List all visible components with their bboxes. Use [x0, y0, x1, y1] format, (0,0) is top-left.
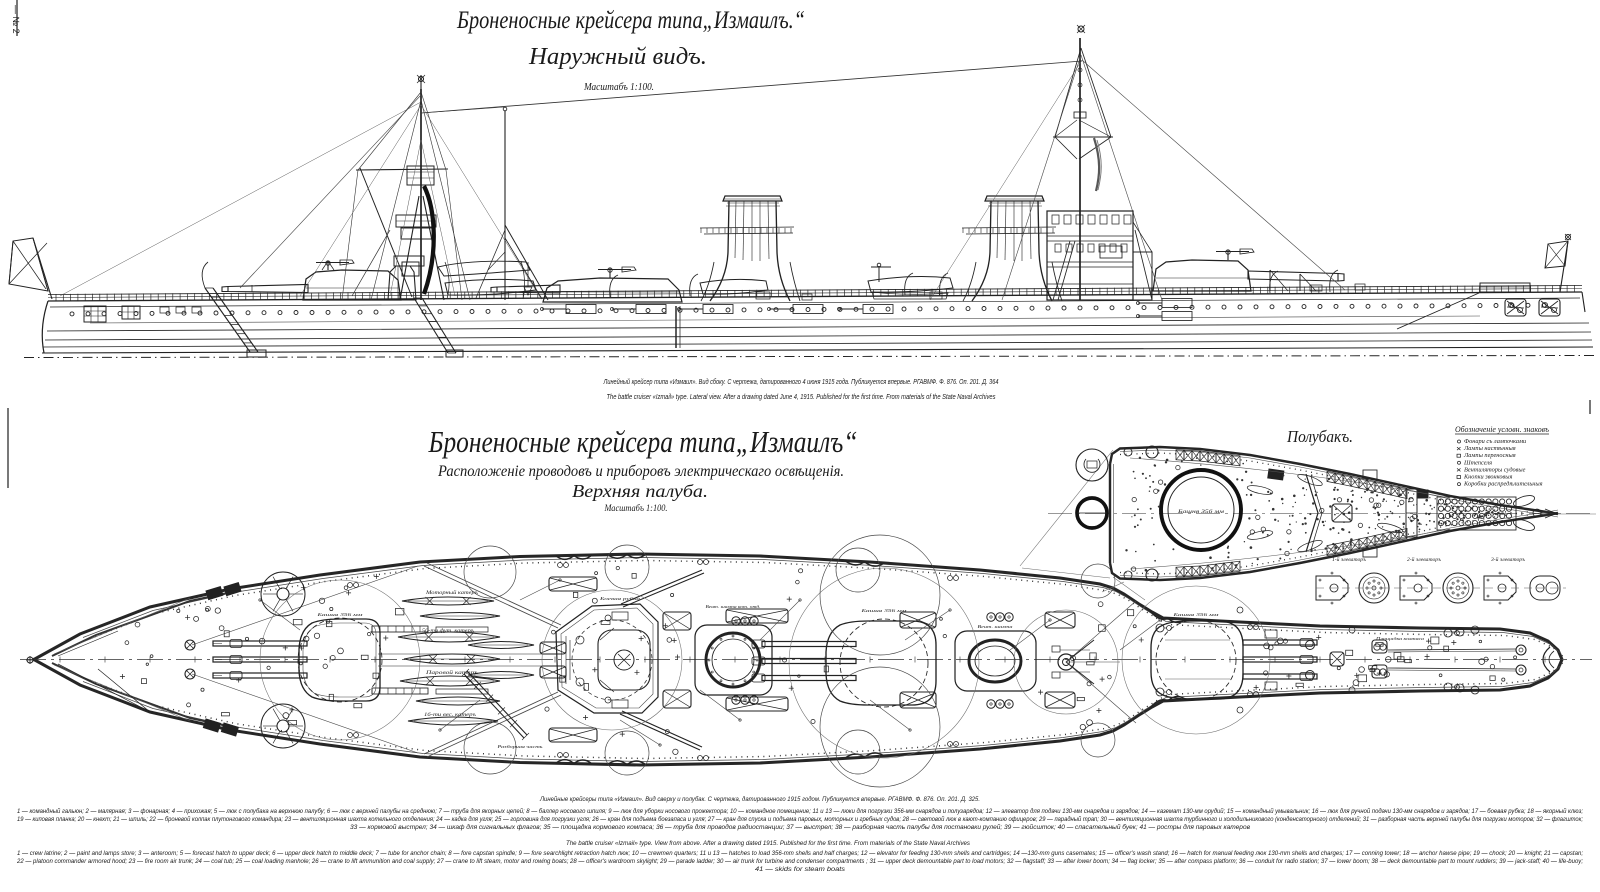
svg-text:19 — киповая планка; 20 — кнех: 19 — киповая планка; 20 — кнехт; 21 — шп… [17, 816, 1583, 823]
svg-text:Боевая рубка: Боевая рубка [598, 596, 641, 601]
svg-text:The battle cruiser «Izmail» ty: The battle cruiser «Izmail» type. Latera… [607, 392, 996, 401]
svg-text:The battle cruiser «Izmail» ty: The battle cruiser «Izmail» type. View f… [566, 840, 971, 847]
svg-text:Башня 356 мм: Башня 356 мм [860, 608, 907, 613]
svg-text:Линейный крейсер типа «Измаил»: Линейный крейсер типа «Измаил». Вид сбок… [603, 377, 999, 386]
svg-text:Штепселя: Штепселя [1463, 459, 1492, 466]
svg-text:Лампы настѣнныя: Лампы настѣнныя [1463, 445, 1516, 452]
svg-text:1 — crew latrine; 2 — paint an: 1 — crew latrine; 2 — paint and lamps st… [17, 850, 1583, 857]
svg-text:50-ти фут. катеръ: 50-ти фут. катеръ [422, 629, 474, 634]
svg-text:Разборная часть: Разборная часть [496, 744, 542, 749]
svg-text:Башня 356 мм: Башня 356 мм [1177, 509, 1225, 515]
svg-text:22 — platoon commander armored: 22 — platoon commander armored hood; 23 … [16, 858, 1583, 865]
svg-text:33 — кормовой выстрел; 34 — шк: 33 — кормовой выстрел; 34 — шкаф для сиг… [350, 824, 1251, 831]
svg-text:Коробки распредѣлительныя: Коробки распредѣлительныя [1463, 481, 1543, 488]
svg-text:Верхняя палуба.: Верхняя палуба. [572, 481, 708, 501]
svg-text:Броненосные крейсера типа„Изма: Броненосные крейсера типа„Измаилъ“ [428, 424, 858, 459]
svg-text:Кнопки звонковыя: Кнопки звонковыя [1463, 474, 1513, 481]
svg-text:Лампы переносныя: Лампы переносныя [1463, 452, 1516, 459]
svg-text:3-й элеваторъ: 3-й элеваторъ [1491, 557, 1525, 563]
svg-text:Полубакъ.: Полубакъ. [1286, 427, 1353, 446]
svg-text:Моторный катеръ: Моторный катеръ [425, 590, 479, 596]
svg-text:Вент. шахта кот. отд.: Вент. шахта кот. отд. [706, 604, 761, 609]
svg-text:Вентиляторы судовые: Вентиляторы судовые [1464, 466, 1526, 473]
svg-text:Броненосные крейсера типа„Изма: Броненосные крейсера типа„Измаилъ.“ [456, 7, 805, 34]
svg-text:Площадка компаса: Площадка компаса [1375, 636, 1425, 641]
svg-text:Башня 356 мм: Башня 356 мм [316, 612, 363, 617]
svg-text:Паровой катеръ: Паровой катеръ [425, 670, 479, 676]
svg-text:Масштабъ 1:100.: Масштабъ 1:100. [604, 503, 668, 513]
svg-text:Обозначеніе условн. знаковъ: Обозначеніе условн. знаковъ [1455, 424, 1550, 434]
svg-text:Расположеніе проводовъ и прибо: Расположеніе проводовъ и приборовъ элект… [437, 463, 844, 480]
svg-text:Фонари съ лампочками: Фонари съ лампочками [1464, 438, 1526, 445]
svg-text:2-й элеваторъ: 2-й элеваторъ [1407, 557, 1441, 563]
svg-text:— № 2: — № 2 [11, 5, 21, 34]
svg-text:Наружный видъ.: Наружный видъ. [528, 44, 707, 70]
svg-text:Башня 356 мм: Башня 356 мм [1172, 612, 1219, 617]
svg-text:Масштабъ 1:100.: Масштабъ 1:100. [583, 82, 654, 93]
svg-text:1 — командный гальюн; 2 — маля: 1 — командный гальюн; 2 — малярная; 3 — … [17, 808, 1583, 815]
svg-text:41 — skids for steam boats: 41 — skids for steam boats [755, 866, 845, 873]
svg-text:Вент. шахта: Вент. шахта [978, 624, 1014, 629]
svg-text:1-й элеваторъ: 1-й элеваторъ [1332, 557, 1366, 563]
svg-text:16-ти вес. катеръ: 16-ти вес. катеръ [424, 713, 477, 718]
svg-text:Линейные крейсеры типа «Измаил: Линейные крейсеры типа «Измаил». Вид све… [539, 795, 980, 803]
